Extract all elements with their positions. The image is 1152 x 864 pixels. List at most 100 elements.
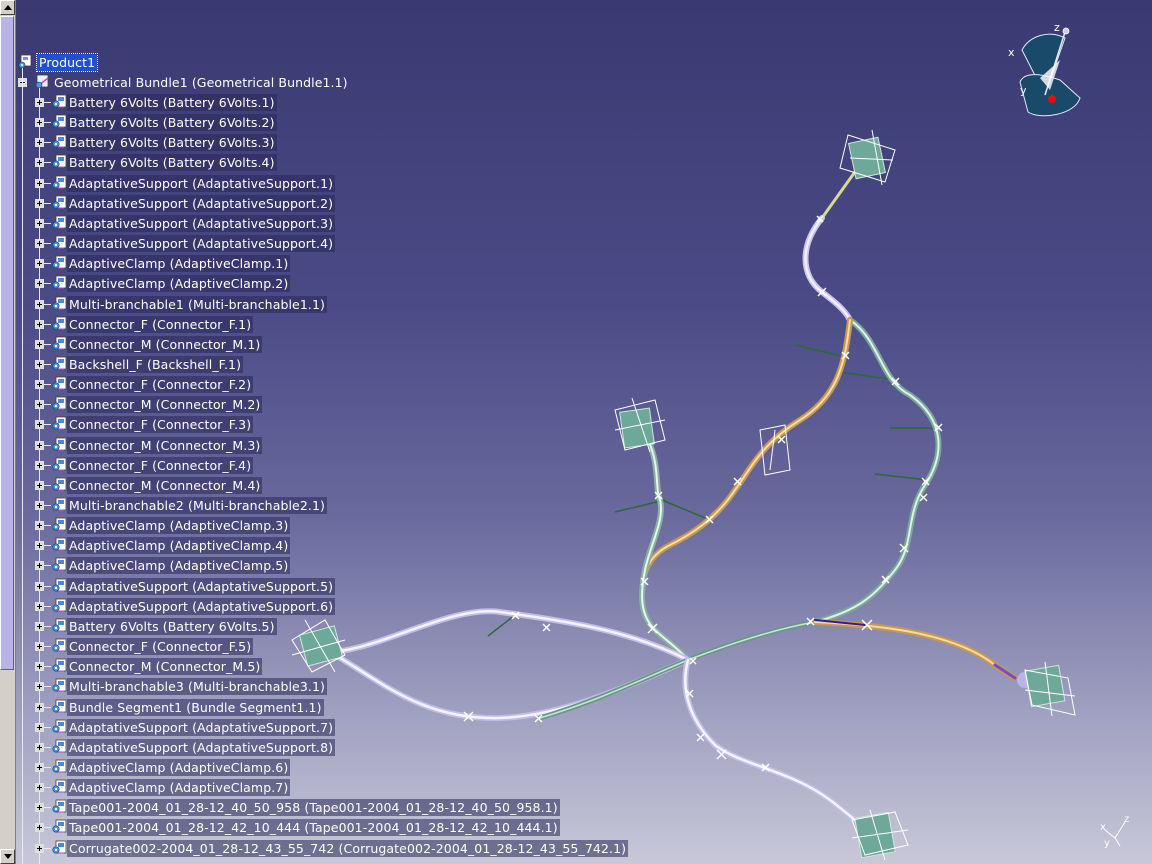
- compass-widget[interactable]: x y z: [1008, 21, 1081, 117]
- tree-item-label[interactable]: Connector_M (Connector_M.1): [67, 336, 263, 353]
- expand-toggle[interactable]: [35, 582, 44, 591]
- expand-toggle[interactable]: [35, 320, 44, 329]
- tree-item-label[interactable]: AdaptativeSupport (AdaptativeSupport.8): [67, 739, 336, 756]
- expand-toggle[interactable]: [35, 723, 44, 732]
- tree-item-label[interactable]: AdaptativeSupport (AdaptativeSupport.5): [67, 578, 336, 595]
- part-component-icon: [52, 255, 67, 269]
- tree-item-label[interactable]: Backshell_F (Backshell_F.1): [67, 356, 244, 373]
- expand-toggle[interactable]: [35, 279, 44, 288]
- tree-branch-line: [39, 787, 51, 788]
- tree-item-label[interactable]: AdaptiveClamp (AdaptiveClamp.4): [67, 537, 291, 554]
- tree-branch-line: [39, 767, 51, 768]
- expand-toggle[interactable]: [35, 380, 44, 389]
- tree-item-label[interactable]: Connector_F (Connector_F.4): [67, 457, 254, 474]
- expand-toggle[interactable]: [35, 219, 44, 228]
- tree-branch-line: [39, 203, 51, 204]
- part-component-icon: [52, 316, 67, 330]
- tree-item-label[interactable]: Connector_M (Connector_M.5): [67, 658, 263, 675]
- geometrical-bundle-icon: [35, 74, 49, 89]
- expand-toggle[interactable]: [35, 360, 44, 369]
- expand-toggle[interactable]: [35, 340, 44, 349]
- tree-item-label[interactable]: Multi-branchable3 (Multi-branchable3.1): [67, 678, 328, 695]
- tree-item-label[interactable]: Battery 6Volts (Battery 6Volts.2): [67, 114, 277, 131]
- part-component-icon: [52, 134, 67, 148]
- expand-toggle[interactable]: [35, 682, 44, 691]
- expand-toggle[interactable]: [35, 118, 44, 127]
- scroll-up-arrow[interactable]: [0, 0, 15, 15]
- mini-axis-z-label: z: [1124, 814, 1129, 825]
- tree-branch-line: [39, 283, 51, 284]
- expand-toggle[interactable]: [35, 420, 44, 429]
- expand-toggle[interactable]: [35, 602, 44, 611]
- tree-branch-line: [39, 727, 51, 728]
- part-component-icon: [52, 416, 67, 430]
- tree-item-label[interactable]: Tape001-2004_01_28-12_40_50_958 (Tape001…: [67, 799, 560, 816]
- scroll-down-arrow[interactable]: [0, 849, 15, 864]
- expand-toggle[interactable]: [35, 239, 44, 248]
- expand-toggle[interactable]: [35, 300, 44, 309]
- tree-item-label[interactable]: AdaptativeSupport (AdaptativeSupport.1): [67, 175, 336, 192]
- expand-toggle[interactable]: [35, 703, 44, 712]
- tree-scrollbar[interactable]: [0, 0, 16, 864]
- tree-item-label[interactable]: Connector_M (Connector_M.4): [67, 477, 263, 494]
- tree-item-label[interactable]: Corrugate002-2004_01_28-12_43_55_742 (Co…: [67, 840, 629, 857]
- expand-toggle[interactable]: [35, 622, 44, 631]
- expand-toggle[interactable]: [35, 642, 44, 651]
- expand-toggle[interactable]: [35, 138, 44, 147]
- tree-item-label[interactable]: Connector_F (Connector_F.1): [67, 316, 254, 333]
- tree-item-label[interactable]: Multi-branchable1 (Multi-branchable1.1): [67, 296, 328, 313]
- tree-item-label[interactable]: AdaptativeSupport (AdaptativeSupport.7): [67, 719, 336, 736]
- expand-toggle[interactable]: [35, 844, 44, 853]
- mini-axis-triad: x y z: [1100, 814, 1129, 849]
- tree-item-label[interactable]: Battery 6Volts (Battery 6Volts.3): [67, 134, 277, 151]
- tree-item-label[interactable]: Connector_F (Connector_F.2): [67, 376, 254, 393]
- scroll-thumb[interactable]: [0, 16, 14, 670]
- tree-item-label[interactable]: AdaptativeSupport (AdaptativeSupport.4): [67, 235, 336, 252]
- tree-item-label[interactable]: AdaptiveClamp (AdaptiveClamp.2): [67, 275, 291, 292]
- tree-item-label[interactable]: AdaptiveClamp (AdaptiveClamp.6): [67, 759, 291, 776]
- tree-item-label[interactable]: AdaptiveClamp (AdaptiveClamp.5): [67, 557, 291, 574]
- tree-item-label[interactable]: Connector_M (Connector_M.3): [67, 437, 263, 454]
- expand-toggle[interactable]: [35, 662, 44, 671]
- expand-toggle[interactable]: [35, 763, 44, 772]
- expand-toggle[interactable]: [35, 823, 44, 832]
- expand-toggle[interactable]: [35, 521, 44, 530]
- part-component-icon: [52, 638, 67, 652]
- expand-toggle[interactable]: [35, 158, 44, 167]
- expand-toggle[interactable]: [35, 400, 44, 409]
- expand-toggle[interactable]: [35, 259, 44, 268]
- tree-item-label[interactable]: Battery 6Volts (Battery 6Volts.5): [67, 618, 277, 635]
- tree-item-label[interactable]: Battery 6Volts (Battery 6Volts.4): [67, 154, 277, 171]
- tree-item-label[interactable]: AdaptiveClamp (AdaptiveClamp.3): [67, 517, 291, 534]
- tree-item-label[interactable]: AdaptativeSupport (AdaptativeSupport.6): [67, 598, 336, 615]
- expand-toggle[interactable]: [35, 743, 44, 752]
- expand-toggle[interactable]: [35, 461, 44, 470]
- part-component-icon: [52, 557, 67, 571]
- expand-toggle[interactable]: [35, 541, 44, 550]
- expand-toggle[interactable]: [35, 481, 44, 490]
- tree-item-label[interactable]: Bundle Segment1 (Bundle Segment1.1): [67, 699, 324, 716]
- expand-toggle[interactable]: [35, 199, 44, 208]
- expand-toggle[interactable]: [35, 783, 44, 792]
- tree-item-label[interactable]: Connector_M (Connector_M.2): [67, 396, 263, 413]
- expand-toggle[interactable]: [35, 561, 44, 570]
- tree-root-label[interactable]: Product1: [35, 53, 99, 72]
- tree-bundle-label[interactable]: Geometrical Bundle1 (Geometrical Bundle1…: [54, 75, 348, 90]
- expand-toggle[interactable]: [35, 179, 44, 188]
- expand-toggle[interactable]: [35, 98, 44, 107]
- tree-item-label[interactable]: Battery 6Volts (Battery 6Volts.1): [67, 94, 277, 111]
- expand-toggle[interactable]: [35, 803, 44, 812]
- tree-item-label[interactable]: Connector_F (Connector_F.3): [67, 416, 254, 433]
- part-component-icon: [52, 477, 67, 491]
- tree-item-label[interactable]: AdaptiveClamp (AdaptiveClamp.1): [67, 255, 291, 272]
- tree-item-label[interactable]: AdaptativeSupport (AdaptativeSupport.3): [67, 215, 336, 232]
- tree-item-label[interactable]: Multi-branchable2 (Multi-branchable2.1): [67, 497, 328, 514]
- expand-toggle[interactable]: [35, 441, 44, 450]
- tree-item-label[interactable]: Connector_F (Connector_F.5): [67, 638, 254, 655]
- tree-item-label[interactable]: AdaptiveClamp (AdaptiveClamp.7): [67, 779, 291, 796]
- expand-toggle[interactable]: [35, 501, 44, 510]
- tree-item-label[interactable]: Tape001-2004_01_28-12_42_10_444 (Tape001…: [67, 819, 560, 836]
- tree-item-label[interactable]: AdaptativeSupport (AdaptativeSupport.2): [67, 195, 336, 212]
- tree-branch-line: [39, 183, 51, 184]
